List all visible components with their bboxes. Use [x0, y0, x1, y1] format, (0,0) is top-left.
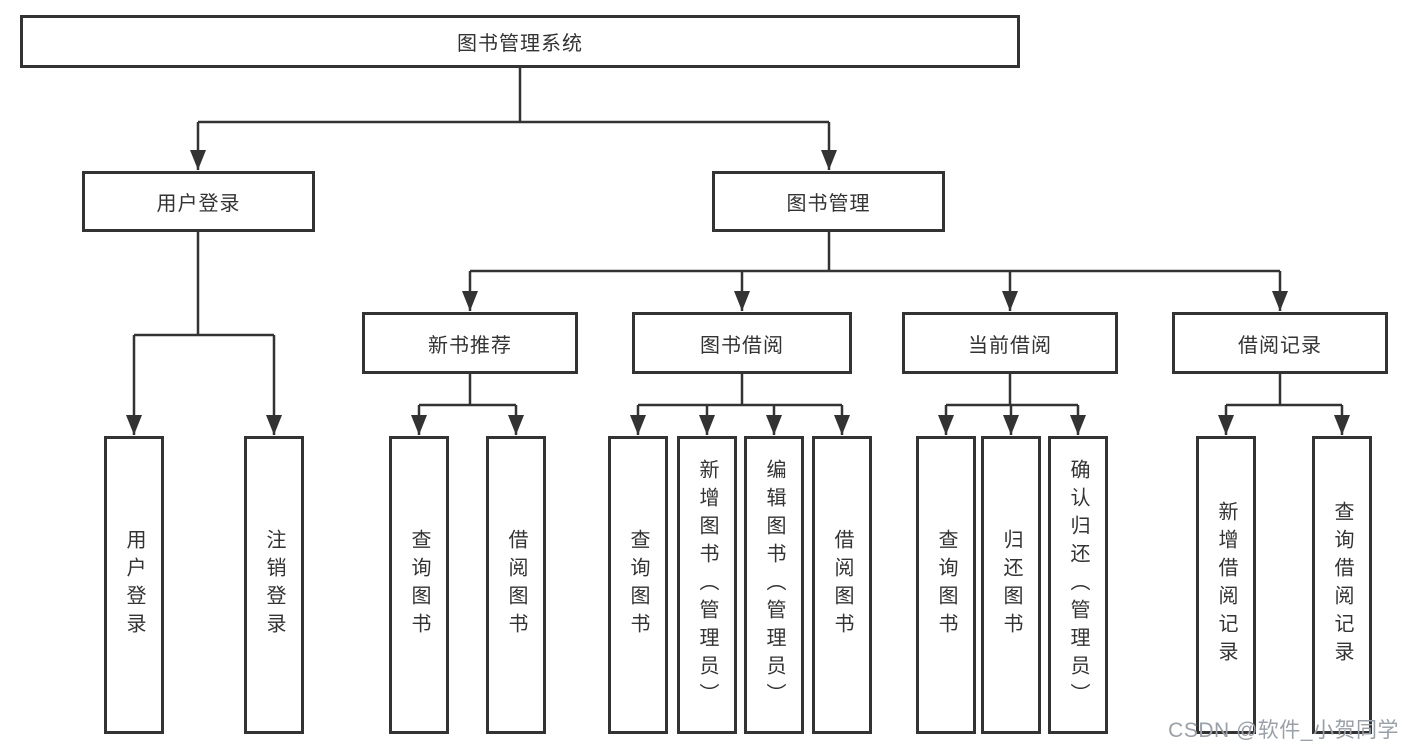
node-book-borrow: 图书借阅	[632, 312, 852, 374]
leaf-add-borrow-record-label: 新增借阅记录	[1215, 501, 1237, 669]
spine-current-borrow	[946, 374, 1078, 407]
node-root: 图书管理系统	[20, 15, 1020, 68]
leaf-add-book-admin: 新增图书（管理员）	[677, 436, 737, 734]
spine-book-borrow	[638, 374, 842, 407]
node-user-login: 用户登录	[82, 171, 315, 232]
leaf-user-login: 用户登录	[104, 436, 164, 734]
leaf-query-borrow-record: 查询借阅记录	[1312, 436, 1372, 734]
leaf-confirm-return-admin-label: 确认归还（管理员）	[1067, 459, 1089, 711]
leaf-query-books-3: 查询图书	[916, 436, 976, 734]
leaf-query-borrow-record-label: 查询借阅记录	[1331, 501, 1353, 669]
node-borrow-records: 借阅记录	[1172, 312, 1388, 374]
leaf-borrow-books-2-label: 借阅图书	[831, 529, 853, 641]
leaf-add-book-admin-label: 新增图书（管理员）	[696, 459, 718, 711]
leaf-add-borrow-record: 新增借阅记录	[1196, 436, 1256, 734]
node-current-borrow: 当前借阅	[902, 312, 1118, 374]
leaf-edit-book-admin: 编辑图书（管理员）	[744, 436, 804, 734]
leaf-logout: 注销登录	[244, 436, 304, 734]
leaf-edit-book-admin-label: 编辑图书（管理员）	[763, 459, 785, 711]
leaf-confirm-return-admin: 确认归还（管理员）	[1048, 436, 1108, 734]
spine-user-login	[134, 232, 274, 337]
leaf-query-books-1-label: 查询图书	[408, 529, 430, 641]
spine-root	[198, 68, 829, 124]
leaf-query-books-1: 查询图书	[389, 436, 449, 734]
csdn-watermark: CSDN @软件_小贺同学	[1168, 719, 1399, 742]
leaf-return-book-label: 归还图书	[1000, 529, 1022, 641]
leaf-user-login-label: 用户登录	[123, 529, 145, 641]
spine-book-management	[470, 232, 1280, 273]
node-book-management: 图书管理	[712, 171, 945, 232]
spine-new-book-recommend	[419, 374, 516, 407]
leaf-query-books-2-label: 查询图书	[627, 529, 649, 641]
spine-borrow-records	[1226, 374, 1342, 407]
leaf-query-books-3-label: 查询图书	[935, 529, 957, 641]
leaf-logout-label: 注销登录	[263, 529, 285, 641]
leaf-query-books-2: 查询图书	[608, 436, 668, 734]
leaf-return-book: 归还图书	[981, 436, 1041, 734]
leaf-borrow-books-1: 借阅图书	[486, 436, 546, 734]
leaf-borrow-books-2: 借阅图书	[812, 436, 872, 734]
leaf-borrow-books-1-label: 借阅图书	[505, 529, 527, 641]
node-new-book-recommend: 新书推荐	[362, 312, 578, 374]
